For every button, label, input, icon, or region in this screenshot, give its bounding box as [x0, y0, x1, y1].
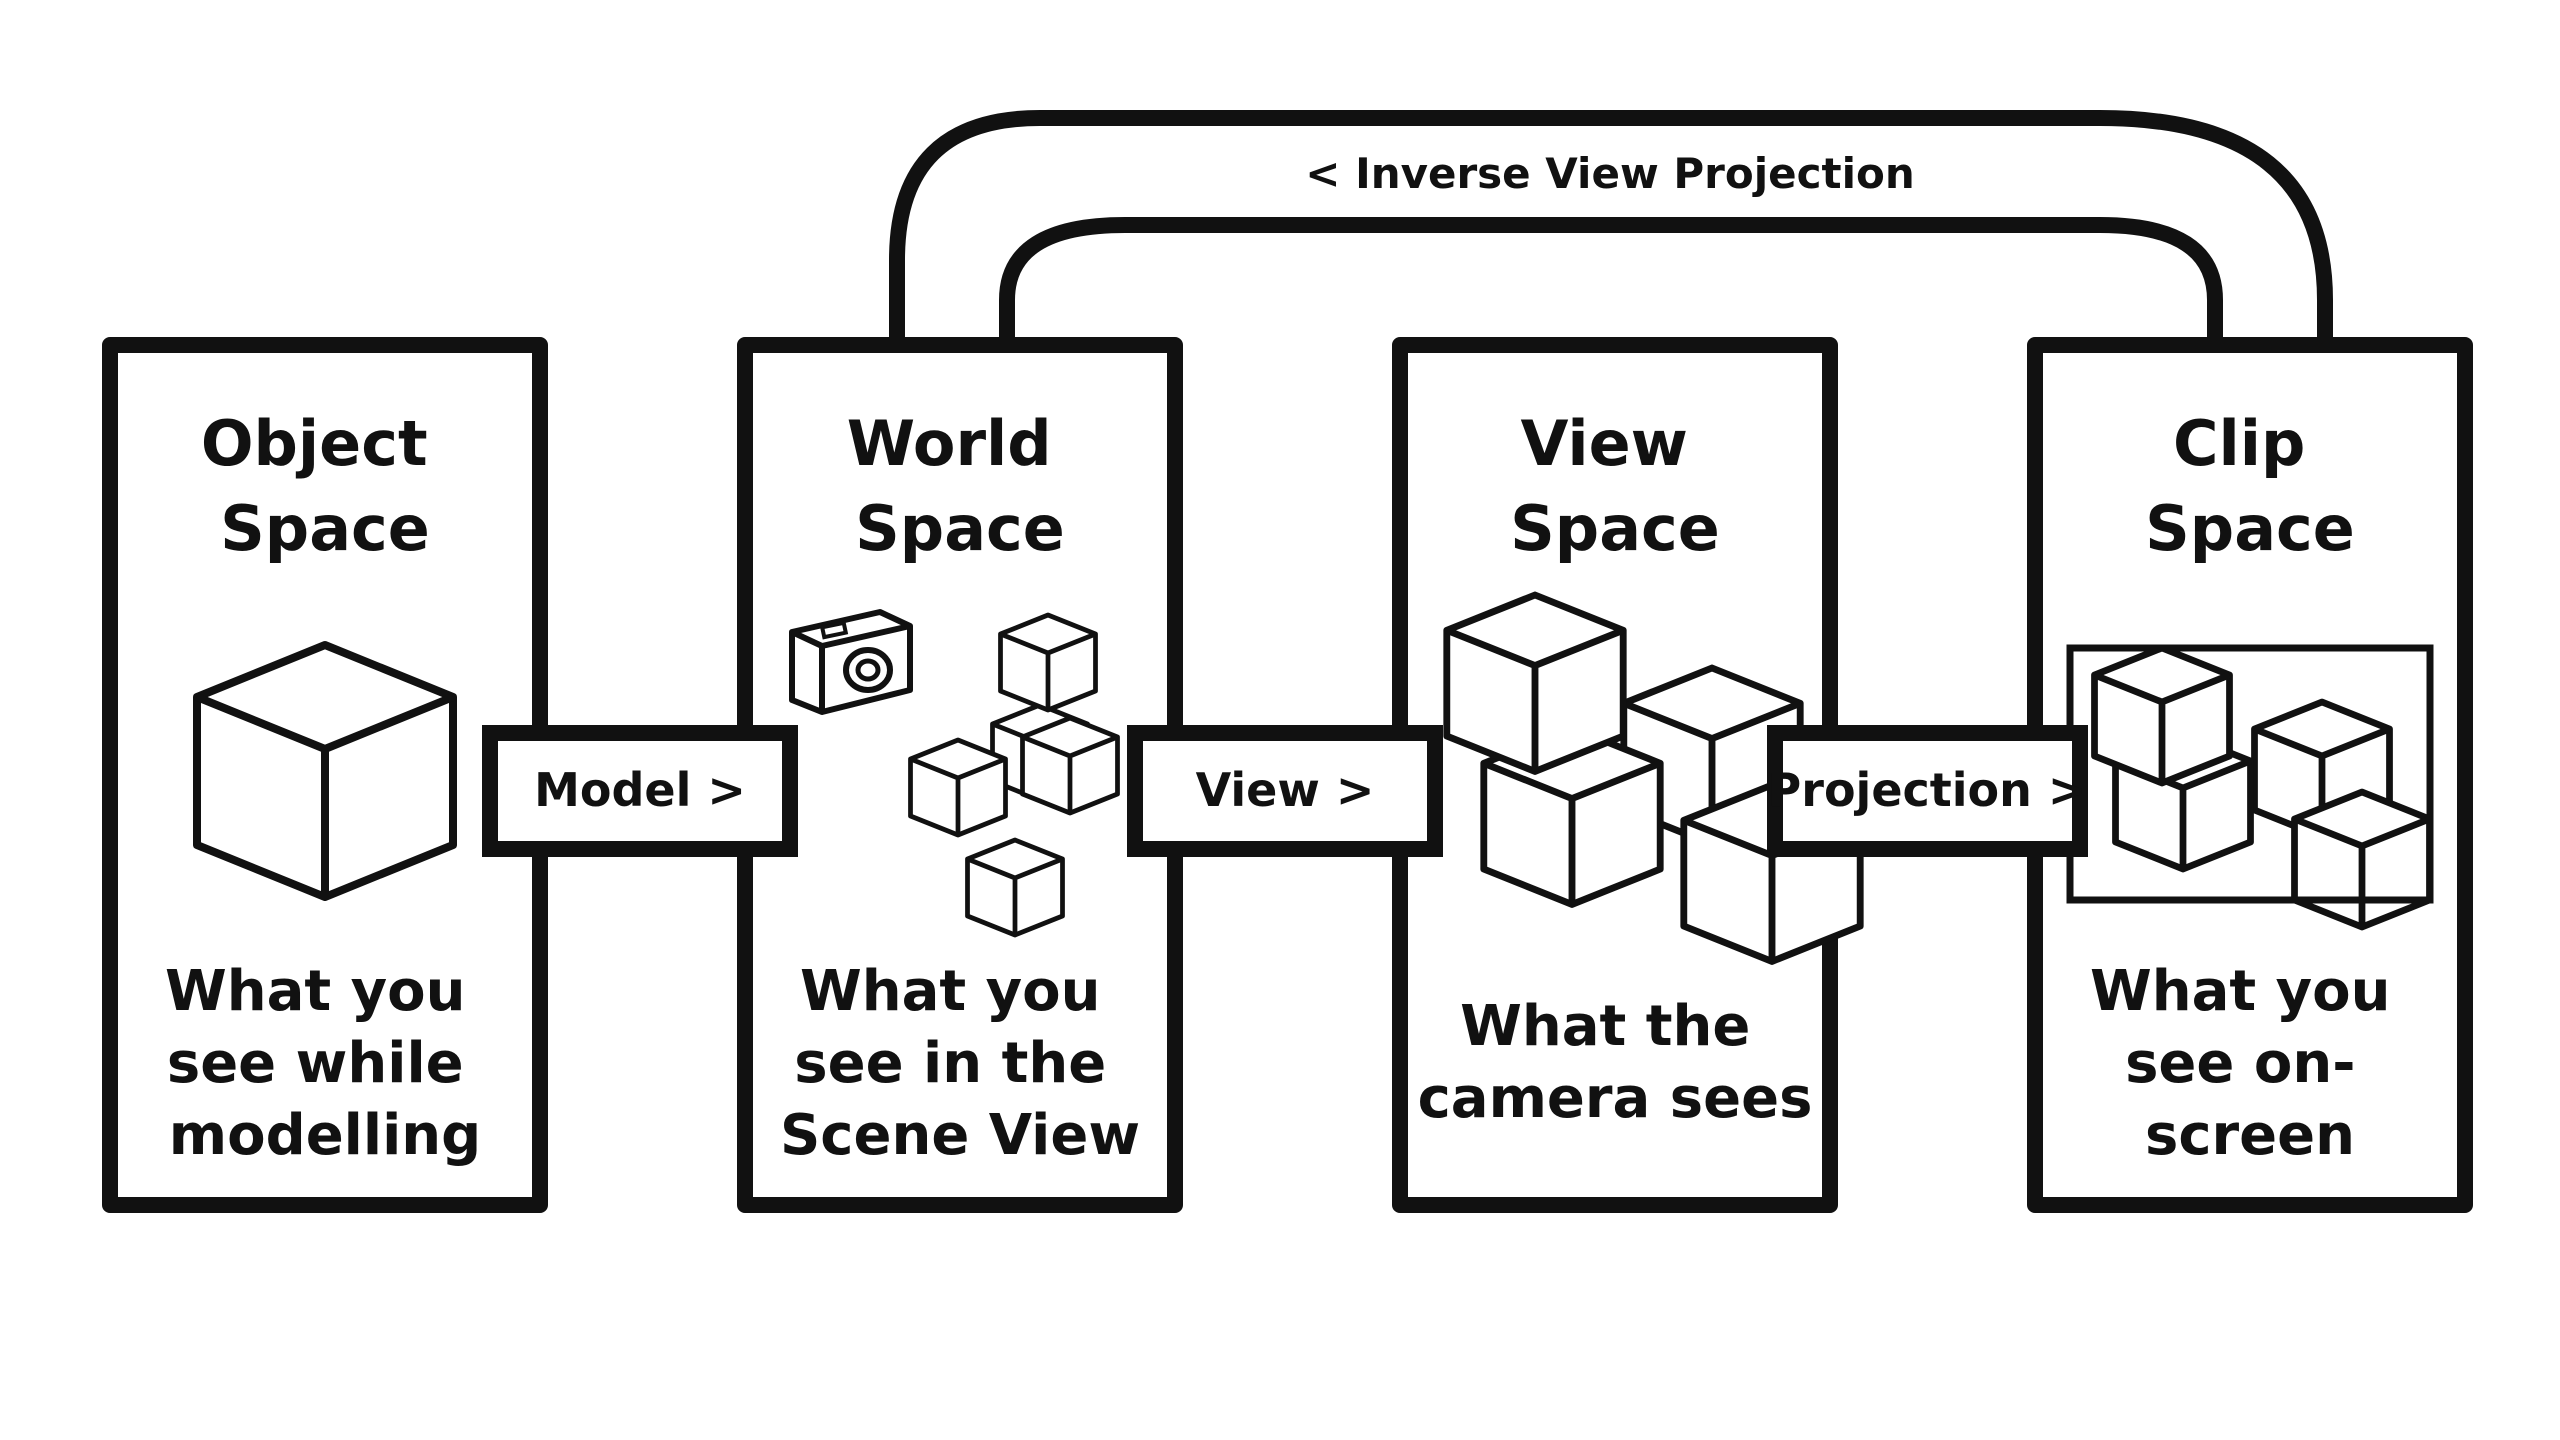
- stage-caption: What you see on- screen: [2090, 959, 2410, 1168]
- screen-cubes-icon: [2066, 644, 2434, 927]
- camera-icon: [789, 609, 913, 715]
- cube-icon: [193, 641, 457, 901]
- view-transform-label: View >: [1196, 763, 1375, 817]
- stage-clip-space: Clip Space What you see on- screen: [2027, 337, 2473, 1213]
- stage-caption: What you see in the Scene View: [780, 959, 1140, 1168]
- view-transform: View >: [1127, 725, 1443, 857]
- stage-caption: What you see while modelling: [165, 959, 485, 1168]
- stage-title: World Space: [847, 407, 1074, 565]
- stage-world-space: World Space What you see in the Scene Vi…: [737, 337, 1183, 1213]
- model-transform: Model >: [482, 725, 798, 857]
- cube-cluster-icon: [911, 615, 1118, 935]
- projection-transform: Projection >: [1767, 725, 2088, 857]
- stage-object-space: Object Space What you see while modellin…: [102, 337, 548, 1213]
- stage-caption: What the camera sees: [1418, 994, 1813, 1131]
- model-transform-label: Model >: [534, 763, 746, 817]
- stage-title: Clip Space: [2145, 407, 2355, 565]
- projection-transform-label: Projection >: [1768, 763, 2087, 817]
- inverse-view-projection-arc: < Inverse View Projection: [889, 110, 2333, 353]
- stage-title: Object Space: [201, 407, 449, 565]
- inverse-view-projection-label: < Inverse View Projection: [1305, 149, 1914, 198]
- stage-title: View Space: [1510, 407, 1720, 565]
